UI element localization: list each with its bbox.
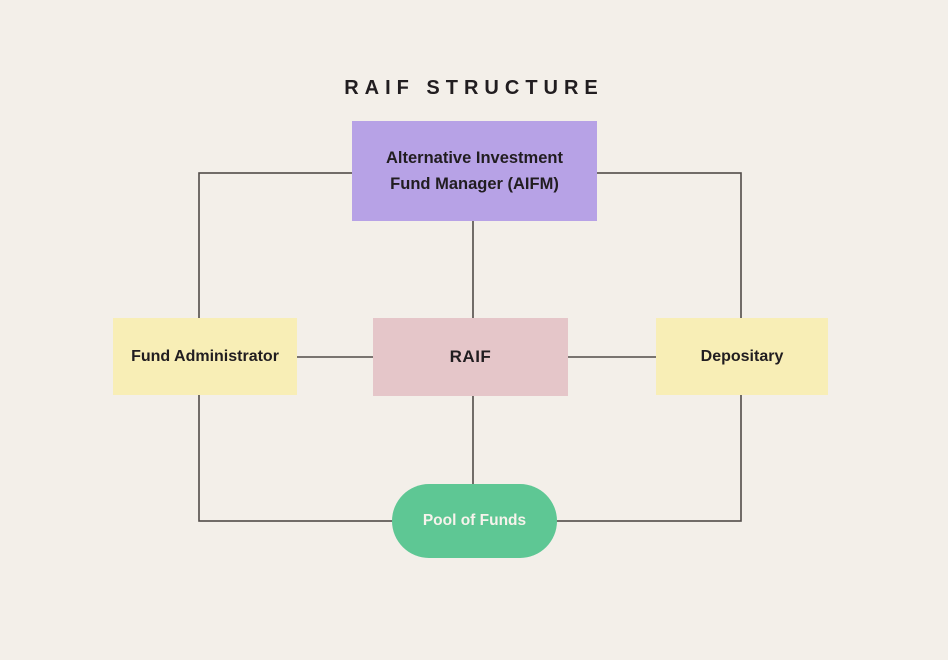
node-raif-label: RAIF <box>449 347 492 366</box>
node-aifm-label-line2: Fund Manager (AIFM) <box>390 175 559 193</box>
node-aifm: Alternative Investment Fund Manager (AIF… <box>352 121 597 221</box>
node-aifm-label-line1: Alternative Investment <box>386 149 563 167</box>
node-pool-of-funds-label: Pool of Funds <box>422 512 527 529</box>
node-fund-administrator-label: Fund Administrator <box>131 347 279 365</box>
node-depositary: Depositary <box>656 318 828 395</box>
node-pool-of-funds: Pool of Funds <box>392 484 557 558</box>
node-raif: RAIF <box>373 318 568 396</box>
node-fund-administrator: Fund Administrator <box>113 318 297 395</box>
diagram-title: RAIF STRUCTURE <box>344 77 604 99</box>
node-depositary-label: Depositary <box>700 347 784 365</box>
